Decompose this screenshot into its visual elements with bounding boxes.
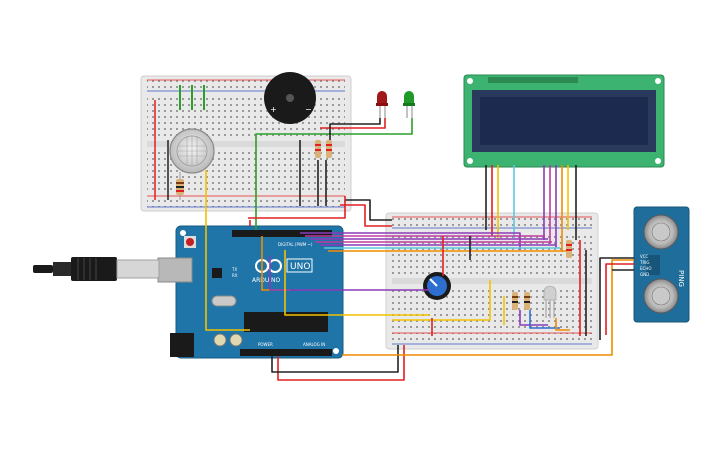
arduino-rx-label: RX — [232, 273, 238, 278]
top-board-jumpers[interactable] — [154, 85, 205, 200]
ultrasonic-pin-labels: VCC TRIG ECHO GND — [639, 254, 651, 277]
buzzer[interactable]: + − — [264, 72, 316, 124]
arduino-model: UNO — [290, 262, 310, 272]
arduino-power-header-label: POWER — [258, 342, 273, 347]
arduino-brand: ARDUINO — [252, 277, 281, 284]
led-green[interactable] — [403, 91, 415, 118]
rgb-led[interactable] — [543, 285, 557, 318]
breadboard-right — [385, 212, 599, 350]
ultrasonic-pin-trig: TRIG — [639, 260, 650, 265]
ultrasonic-pin-gnd: GND — [640, 272, 649, 277]
top-board-resistors[interactable] — [315, 140, 332, 158]
arduino-digital-header-label: DIGITAL (PWM ~) — [278, 242, 313, 247]
ultrasonic-sensor[interactable]: PING VCC TRIG ECHO GND — [633, 206, 690, 323]
lcd-module[interactable] — [463, 74, 665, 168]
ultrasonic-pin-vcc: VCC — [640, 254, 649, 259]
led-red[interactable] — [376, 91, 388, 118]
ultrasonic-label: PING — [677, 270, 685, 287]
wires[interactable] — [205, 118, 634, 381]
buzzer-plus-label: + — [270, 105, 277, 114]
buzzer-minus-label: − — [305, 105, 312, 114]
usb-cable — [33, 257, 160, 281]
arduino-analog-header-label: ANALOG IN — [303, 342, 325, 347]
ultrasonic-pin-echo: ECHO — [640, 266, 651, 271]
gas-sensor[interactable] — [169, 128, 215, 174]
arduino-uno[interactable]: ARDUINO UNO DIGITAL (PWM ~) POWER ANALOG… — [157, 225, 344, 359]
right-board-resistors[interactable] — [512, 240, 572, 310]
arduino-tx-label: TX — [231, 267, 237, 272]
lcd-header-pins — [488, 77, 578, 83]
potentiometer[interactable] — [423, 272, 451, 300]
gas-resistor[interactable] — [176, 172, 184, 200]
